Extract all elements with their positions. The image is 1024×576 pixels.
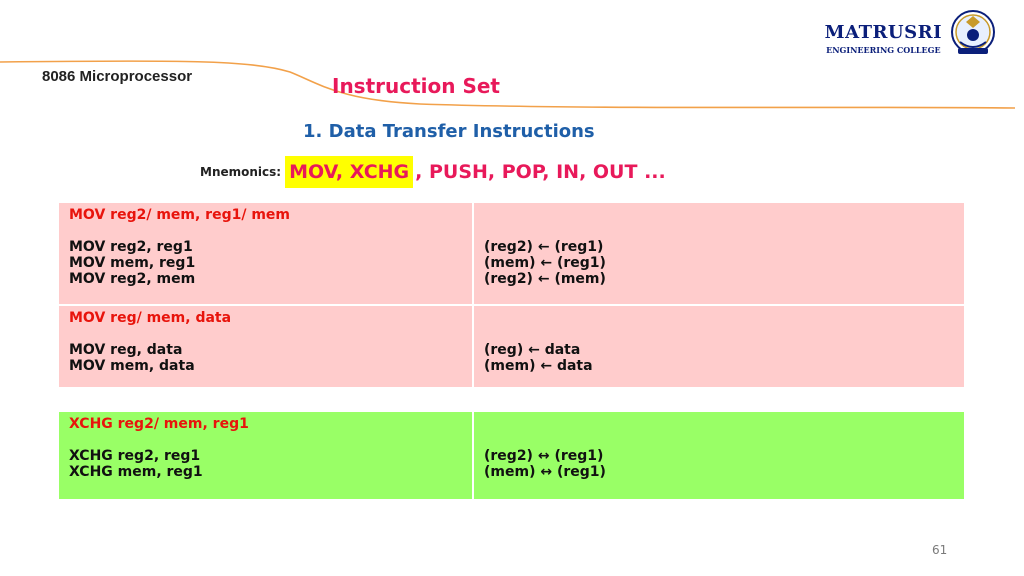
instruction-cell: MOV reg2/ mem, reg1/ mem MOV reg2, reg1 … xyxy=(59,203,474,305)
college-brand: MATRUSRI ENGINEERING COLLEGE xyxy=(825,22,942,55)
mnemonics-rest: , PUSH, POP, IN, OUT ... xyxy=(415,161,666,183)
table-row: MOV reg/ mem, data MOV reg, data MOV mem… xyxy=(59,304,964,387)
group-heading: MOV reg2/ mem, reg1/ mem xyxy=(69,207,290,223)
operation-line: (reg) ← data xyxy=(484,342,581,358)
brand-subtitle: ENGINEERING COLLEGE xyxy=(826,45,941,55)
instruction-line: MOV reg, data xyxy=(69,342,183,358)
operation-line: (mem) ← (reg1) xyxy=(484,255,606,271)
header-swoosh xyxy=(0,60,1016,109)
xchg-instruction-table: XCHG reg2/ mem, reg1 XCHG reg2, reg1 XCH… xyxy=(59,412,964,499)
college-logo-icon xyxy=(951,10,995,54)
mnemonics-line: Mnemonics: MOV, XCHG , PUSH, POP, IN, OU… xyxy=(200,155,666,189)
brand-name: MATRUSRI xyxy=(824,22,942,43)
operation-line: (mem) ← data xyxy=(484,358,593,374)
subject-label: 8086 Microprocessor xyxy=(42,68,193,85)
operation-line: (reg2) ← (reg1) xyxy=(484,239,604,255)
operation-line: (reg2) ← (mem) xyxy=(484,271,606,287)
table-row: MOV reg2/ mem, reg1/ mem MOV reg2, reg1 … xyxy=(59,203,964,305)
instruction-line: MOV mem, reg1 xyxy=(69,255,196,271)
instruction-line: MOV reg2, reg1 xyxy=(69,239,193,255)
instruction-line: MOV reg2, mem xyxy=(69,271,196,287)
group-heading: XCHG reg2/ mem, reg1 xyxy=(69,416,249,432)
page-number: 61 xyxy=(932,543,948,557)
operation-line: (mem) ↔ (reg1) xyxy=(484,464,606,480)
operation-cell: (reg2) ← (reg1) (mem) ← (reg1) (reg2) ← … xyxy=(473,203,964,305)
section-heading: 1. Data Transfer Instructions xyxy=(303,121,595,142)
mov-instruction-table: MOV reg2/ mem, reg1/ mem MOV reg2, reg1 … xyxy=(59,203,964,387)
operation-line: (reg2) ↔ (reg1) xyxy=(484,448,604,464)
instruction-line: XCHG reg2, reg1 xyxy=(69,448,201,464)
instruction-cell: XCHG reg2/ mem, reg1 XCHG reg2, reg1 XCH… xyxy=(59,412,474,499)
group-heading: MOV reg/ mem, data xyxy=(69,310,232,326)
operation-cell: (reg2) ↔ (reg1) (mem) ↔ (reg1) xyxy=(473,412,964,499)
mnemonics-label: Mnemonics: xyxy=(200,165,282,179)
operation-cell: (reg) ← data (mem) ← data xyxy=(473,304,964,387)
instruction-cell: MOV reg/ mem, data MOV reg, data MOV mem… xyxy=(59,304,474,387)
page-title: Instruction Set xyxy=(332,74,500,98)
instruction-line: XCHG mem, reg1 xyxy=(69,464,203,480)
mnemonics-highlight: MOV, XCHG xyxy=(285,156,414,188)
instruction-line: MOV mem, data xyxy=(69,358,195,374)
table-row: XCHG reg2/ mem, reg1 XCHG reg2, reg1 XCH… xyxy=(59,412,964,499)
